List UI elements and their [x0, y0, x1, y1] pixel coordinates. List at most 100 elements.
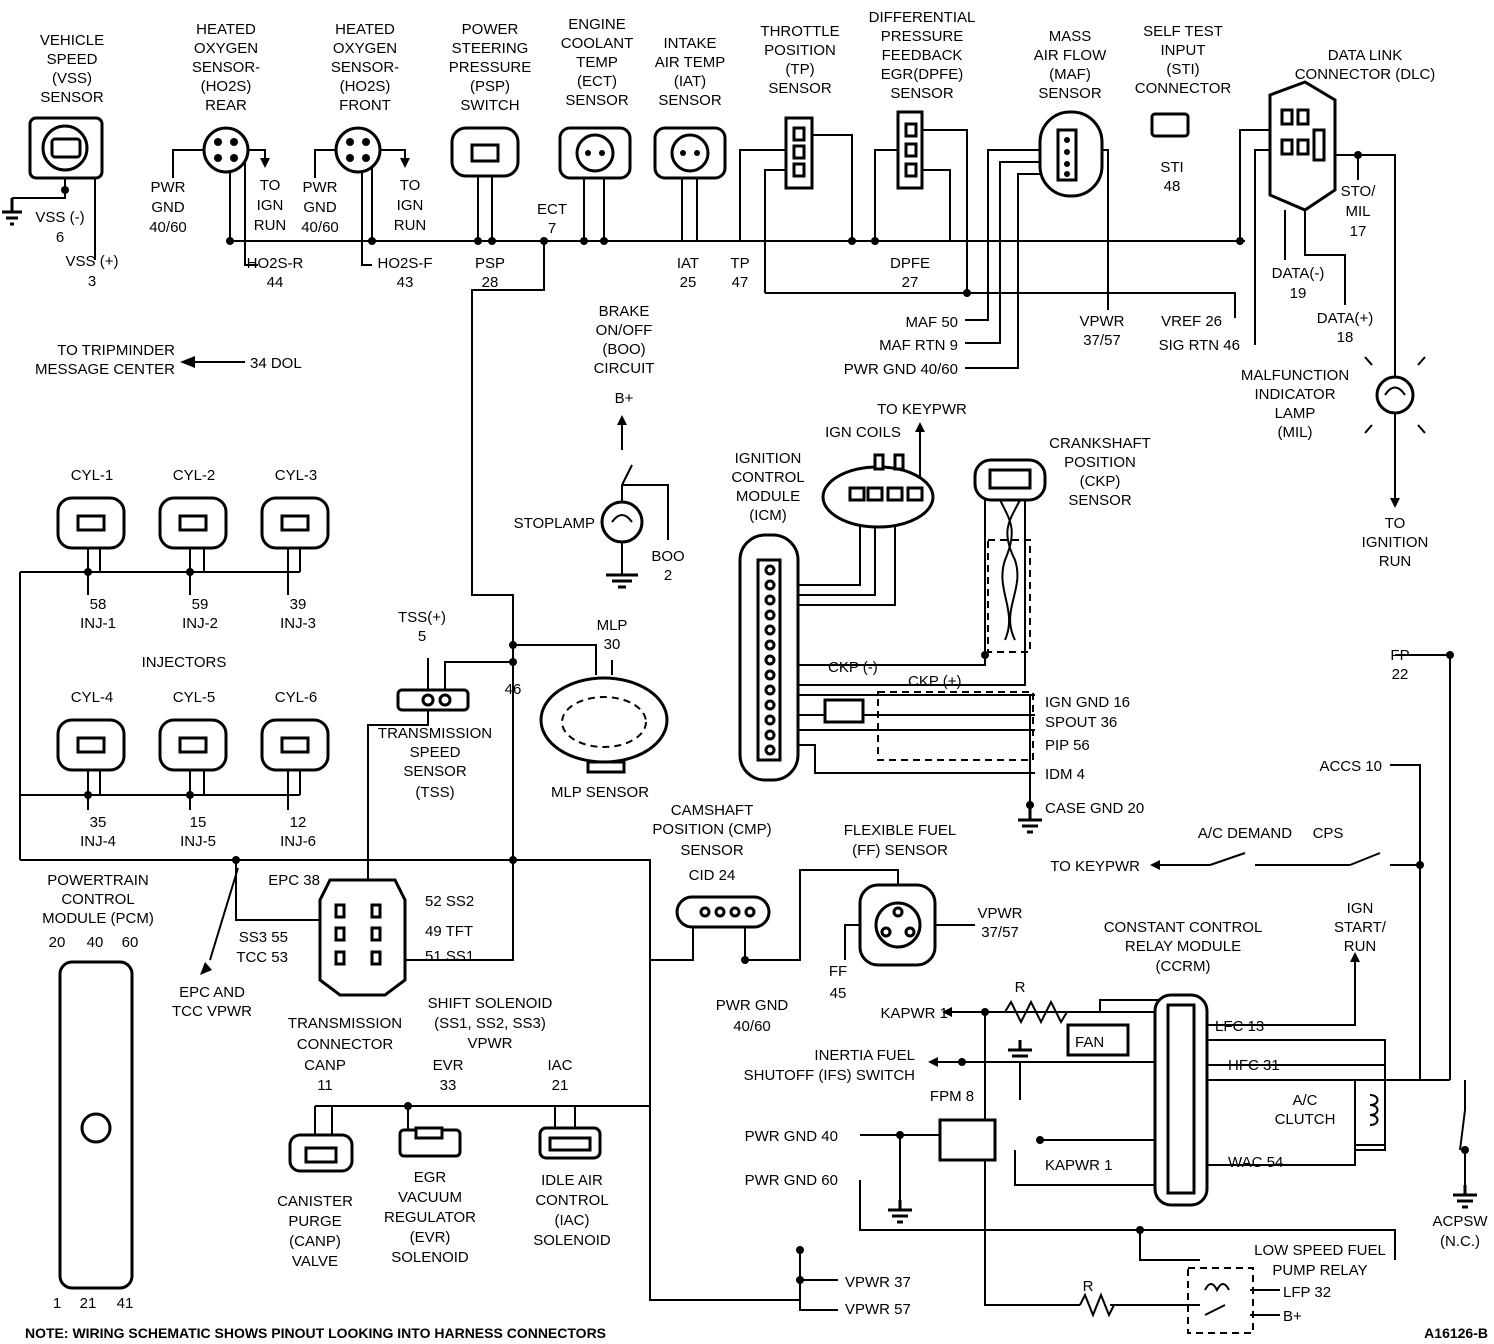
cyl-6-label: CYL-6 — [275, 689, 318, 706]
maf-50-label: MAF 50 — [905, 314, 958, 331]
pcm-bottom-41: 41 — [117, 1295, 134, 1312]
injector-cyl-5 — [158, 718, 228, 772]
sti-title-0: SELF TEST — [1143, 23, 1223, 40]
pcm-title-1: CONTROL — [61, 891, 134, 908]
iac-title-1: CONTROL — [535, 1192, 608, 1209]
boo-title-2: (BOO) — [602, 341, 645, 358]
pcm-title-2: MODULE (PCM) — [42, 910, 154, 927]
mlp-sensor-label: MLP SENSOR — [551, 784, 649, 801]
lfp-relay-0: LOW SPEED FUEL — [1254, 1242, 1386, 1259]
inj-2-pin: 59 — [192, 596, 209, 613]
icm-title-1: CONTROL — [731, 469, 804, 486]
iat-title-0: INTAKE — [663, 35, 716, 52]
ho2s-rear-title-2: SENSOR- — [192, 59, 260, 76]
pwr-gnd-40-label: PWR GND 40 — [745, 1128, 838, 1145]
evr-solenoid — [398, 1126, 462, 1158]
tss-46-pin: 46 — [505, 681, 522, 698]
ff-pin-num: 45 — [830, 985, 847, 1002]
evr-title-0: EGR — [414, 1169, 447, 1186]
mlp-pin-num: 30 — [604, 636, 621, 653]
resistor-r2 — [1079, 1292, 1115, 1318]
pwr-gnd-60-label: PWR GND 60 — [745, 1172, 838, 1189]
iac-title-3: SOLENOID — [533, 1232, 611, 1249]
tp-title-0: THROTTLE — [760, 23, 839, 40]
inj-5-label: INJ-5 — [180, 833, 216, 850]
cmp-title-0: CAMSHAFT — [671, 802, 754, 819]
data-minus-label: DATA(-) — [1272, 265, 1325, 282]
injector-cyl-3 — [260, 496, 330, 550]
r1-label: R — [1015, 979, 1026, 996]
iac-title-2: (IAC) — [555, 1212, 590, 1229]
to-keypwr-ac-label: TO KEYPWR — [1050, 858, 1140, 875]
ff-sensor — [858, 883, 937, 967]
ho2s-front-connector — [334, 126, 382, 174]
cyl-5-label: CYL-5 — [173, 689, 216, 706]
vpwr-ff-pin: 37/57 — [981, 924, 1019, 941]
injector-cyl-6 — [260, 718, 330, 772]
acpsw-0: ACPSW — [1432, 1213, 1488, 1230]
tp-title-3: SENSOR — [768, 80, 832, 97]
evr-title-4: SOLENOID — [391, 1249, 469, 1266]
right-aligned-labels: MAF 50 MAF RTN 9 PWR GND 40/60 VREF 26 S… — [35, 313, 1382, 1189]
to-ign-r-2: RUN — [254, 217, 287, 234]
ho2s-f-pin: 43 — [397, 274, 414, 291]
ss1-label: 51 SS1 — [425, 948, 474, 965]
iat-pin-label: IAT — [677, 255, 699, 272]
vpwr-ff-label: VPWR — [978, 905, 1023, 922]
ign-coils-label: IGN COILS — [825, 424, 901, 441]
vpwr-maf-pin: 37/57 — [1083, 332, 1121, 349]
epc-label: EPC 38 — [268, 872, 320, 889]
ac-clutch-1: CLUTCH — [1275, 1111, 1336, 1128]
ff-title-0: FLEXIBLE FUEL — [844, 822, 957, 839]
cyl-4-label: CYL-4 — [71, 689, 114, 706]
sti-title-2: (STI) — [1166, 61, 1199, 78]
tss-connector — [396, 688, 470, 712]
mlp-pin-label: MLP — [597, 617, 628, 634]
ac-demand-label: A/C DEMAND — [1198, 825, 1292, 842]
idm-label: IDM 4 — [1045, 766, 1085, 783]
ff-title-1: (FF) SENSOR — [852, 842, 948, 859]
dpfe-connector — [896, 110, 924, 190]
sti-pin-label: STI — [1160, 159, 1183, 176]
to-ignition-run-1: IGNITION — [1362, 534, 1429, 551]
accs-label: ACCS 10 — [1319, 758, 1382, 775]
ho2s-f-label: HO2S-F — [377, 255, 432, 272]
tss-title-0: TRANSMISSION — [378, 725, 492, 742]
ign-start-run-0: IGN — [1347, 900, 1374, 917]
fp-pin: 22 — [1392, 666, 1409, 683]
hfc-label: HFC 31 — [1228, 1057, 1280, 1074]
psp-title-0: POWER — [462, 21, 519, 38]
injector-cyl-4 — [56, 718, 126, 772]
sti-connector — [1150, 112, 1190, 138]
footer-note: NOTE: WIRING SCHEMATIC SHOWS PINOUT LOOK… — [25, 1325, 606, 1341]
vss-title-1: SPEED — [47, 51, 98, 68]
stoplamp — [600, 500, 644, 544]
spout-label: SPOUT 36 — [1045, 714, 1117, 731]
pwr-gnd-r-1: GND — [151, 199, 185, 216]
iac-pin-num: 21 — [552, 1077, 569, 1094]
footer: NOTE: WIRING SCHEMATIC SHOWS PINOUT LOOK… — [25, 1325, 1488, 1341]
canp-title-1: PURGE — [288, 1213, 341, 1230]
lfp-label: LFP 32 — [1283, 1284, 1331, 1301]
b-plus-lfp-label: B+ — [1283, 1308, 1302, 1325]
arrows — [180, 158, 1400, 1067]
ccrm-module — [1153, 993, 1209, 1207]
shift-sol-1: (SS1, SS2, SS3) — [434, 1015, 546, 1032]
evr-pin-label: EVR — [433, 1057, 464, 1074]
ckp-shielded-twisted-pair — [987, 499, 1031, 653]
mil-title-2: LAMP — [1275, 405, 1316, 422]
cmp-title-1: POSITION (CMP) — [652, 821, 771, 838]
ground-symbols — [2, 198, 1477, 1224]
acpsw-1: (N.C.) — [1440, 1233, 1480, 1250]
inj-3-label: INJ-3 — [280, 615, 316, 632]
pcm-grp-40: 40 — [87, 934, 104, 951]
pcm-grp-20: 20 — [49, 934, 66, 951]
tft-label: 49 TFT — [425, 923, 473, 940]
sti-title-1: INPUT — [1161, 42, 1206, 59]
ho2s-rear-title-3: (HO2S) — [201, 78, 252, 95]
fpm-relay — [938, 1118, 997, 1162]
epc-tcc-0: EPC AND — [179, 984, 245, 1001]
vpwr-37-label: VPWR 37 — [845, 1274, 911, 1291]
ect-pin-num: 7 — [548, 220, 556, 237]
